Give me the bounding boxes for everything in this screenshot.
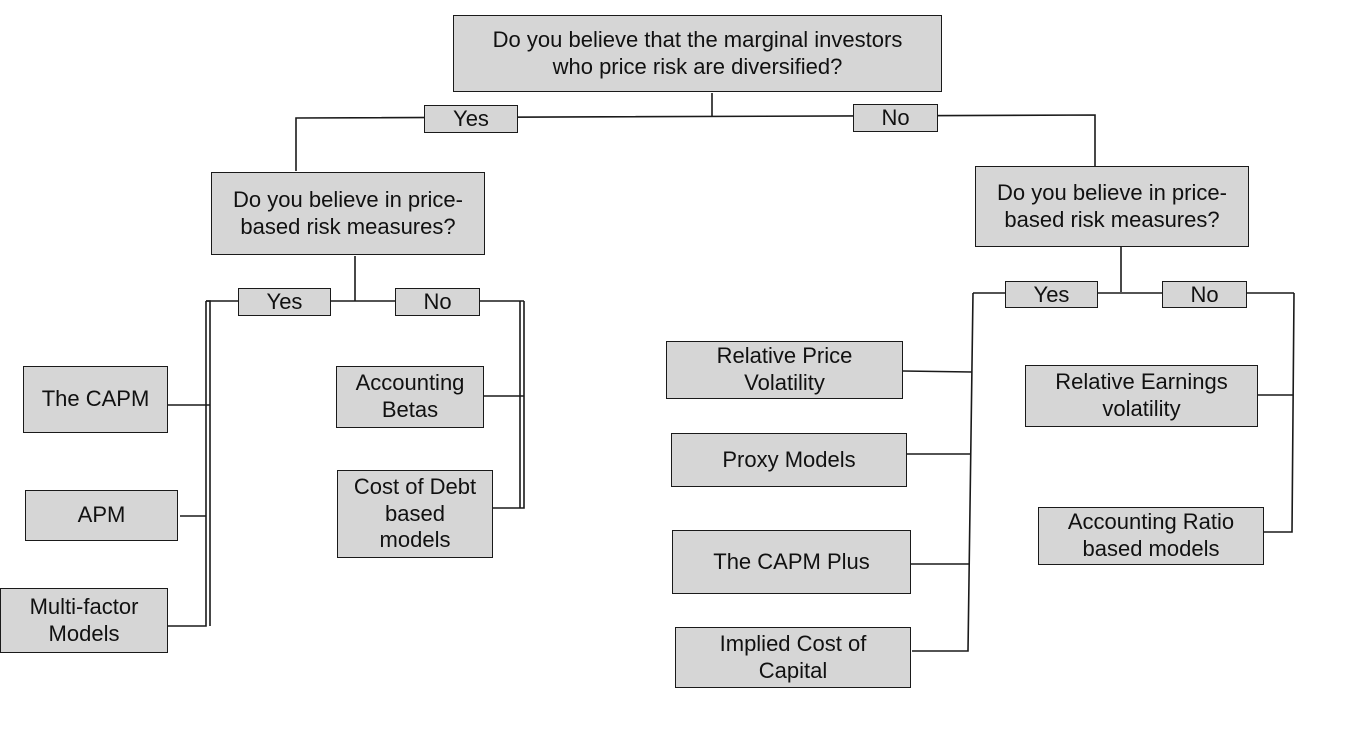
model-accounting-ratio: Accounting Ratio based models: [1038, 507, 1264, 565]
model-multi-factor: Multi-factor Models: [0, 588, 168, 653]
model-the-capm-plus: The CAPM Plus: [672, 530, 911, 594]
right-question-text: Do you believe in price- based risk meas…: [997, 179, 1227, 232]
root-yes-label: Yes: [424, 105, 518, 133]
model-cost-of-debt: Cost of Debt based models: [337, 470, 493, 558]
model-accounting-betas: Accounting Betas: [336, 366, 484, 428]
left-no-bracket: [493, 301, 525, 509]
root-question-box: Do you believe that the marginal investo…: [453, 15, 942, 92]
model-relative-price-volatility: Relative Price Volatility: [666, 341, 903, 399]
right-yes-to-volatility: [902, 370, 973, 373]
right-question-box: Do you believe in price- based risk meas…: [975, 166, 1249, 247]
left-question-text: Do you believe in price- based risk meas…: [233, 186, 463, 239]
left-yes-bracket: [168, 301, 207, 627]
root-no-label: No: [853, 104, 938, 132]
root-branch-line: [295, 114, 1096, 171]
right-no-bracket: [1264, 292, 1295, 533]
left-yes-label: Yes: [238, 288, 331, 316]
right-yes-bracket: [912, 292, 974, 652]
model-implied-cost-of-capital: Implied Cost of Capital: [675, 627, 911, 688]
left-question-box: Do you believe in price- based risk meas…: [211, 172, 485, 255]
left-no-label: No: [395, 288, 480, 316]
model-apm: APM: [25, 490, 178, 541]
model-relative-earnings-volatility: Relative Earnings volatility: [1025, 365, 1258, 427]
model-proxy-models: Proxy Models: [671, 433, 907, 487]
right-yes-label: Yes: [1005, 281, 1098, 308]
root-question-text: Do you believe that the marginal investo…: [492, 26, 903, 79]
left-yes-rail: [206, 300, 211, 626]
right-no-label: No: [1162, 281, 1247, 308]
model-the-capm: The CAPM: [23, 366, 168, 433]
